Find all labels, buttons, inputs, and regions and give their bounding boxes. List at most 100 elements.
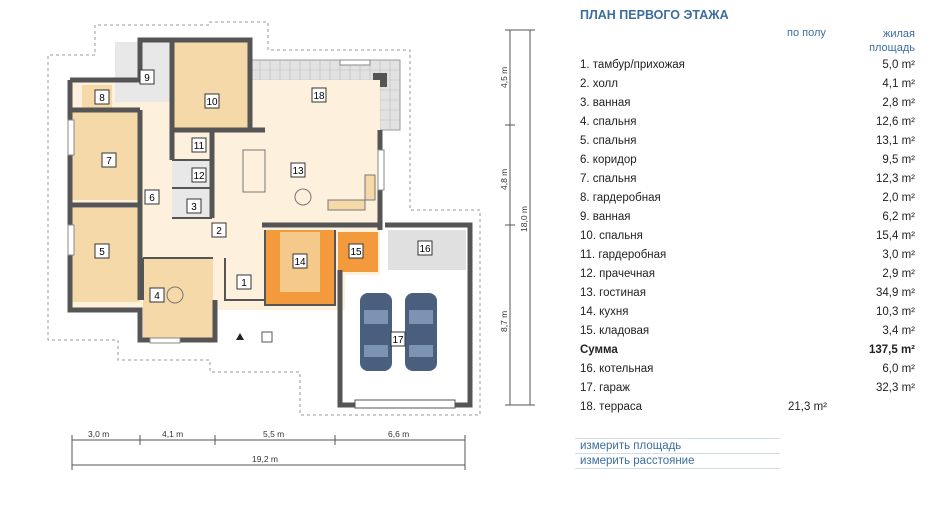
area-row: 12. прачечная 2,9 m² bbox=[580, 266, 915, 285]
dining-table bbox=[242, 149, 266, 193]
col-header-living: жилая площадь bbox=[869, 27, 915, 55]
area-row: 4. спальня 12,6 m² bbox=[580, 114, 915, 133]
area-row-value: 9,5 m² bbox=[882, 154, 915, 166]
area-row-name: 9. ванная bbox=[580, 211, 631, 223]
area-row: 2. холл 4,1 m² bbox=[580, 76, 915, 95]
dim-right-3: 8,7 m bbox=[499, 311, 509, 332]
area-row: Сумма 137,5 m² bbox=[580, 342, 915, 361]
room-number: 11 bbox=[194, 141, 205, 152]
area-row-name: 8. гардеробная bbox=[580, 192, 661, 204]
area-panel: ПЛАН ПЕРВОГО ЭТАЖА по полу жилая площадь… bbox=[575, 0, 915, 525]
room-number: 6 bbox=[149, 193, 155, 204]
dim-right-1: 4,5 m bbox=[499, 67, 509, 88]
dim-bottom-1: 3,0 m bbox=[88, 429, 109, 439]
area-row-value: 5,0 m² bbox=[882, 59, 915, 71]
room-number: 16 bbox=[419, 244, 431, 255]
room-number: 4 bbox=[154, 291, 160, 302]
area-table: 1. тамбур/прихожая 5,0 m² 2. холл 4,1 m² 3. … bbox=[580, 57, 915, 418]
room-label-2: 2 bbox=[211, 222, 227, 238]
area-row: 6. коридор 9,5 m² bbox=[580, 152, 915, 171]
room-10-fill bbox=[172, 40, 252, 128]
room-label-18: 18 bbox=[311, 87, 327, 103]
site-outline bbox=[47, 21, 481, 416]
room-label-6: 6 bbox=[144, 189, 160, 205]
area-row-name: 16. котельная bbox=[580, 363, 654, 375]
area-row-name: 4. спальня bbox=[580, 116, 637, 128]
room-number: 18 bbox=[313, 91, 325, 102]
area-row: 1. тамбур/прихожая 5,0 m² bbox=[580, 57, 915, 76]
dim-right-2: 4,8 m bbox=[499, 169, 509, 190]
area-row-value: 4,1 m² bbox=[882, 78, 915, 90]
area-row-name: 5. спальня bbox=[580, 135, 637, 147]
room-label-13: 13 bbox=[290, 162, 306, 178]
room-number: 9 bbox=[144, 73, 150, 84]
area-row-name: 1. тамбур/прихожая bbox=[580, 59, 685, 71]
area-row-name: 10. спальня bbox=[580, 230, 643, 242]
area-row-name: 14. кухня bbox=[580, 306, 629, 318]
room-number: 14 bbox=[294, 257, 306, 268]
divider-line bbox=[575, 468, 780, 469]
area-row-value: 2,0 m² bbox=[882, 192, 915, 204]
area-row-name: Сумма bbox=[580, 344, 618, 356]
area-row-value: 12,3 m² bbox=[876, 173, 915, 185]
area-row-name: 2. холл bbox=[580, 78, 618, 90]
room-number: 8 bbox=[99, 93, 105, 104]
area-row-name: 17. гараж bbox=[580, 382, 631, 394]
area-row-value: 15,4 m² bbox=[876, 230, 915, 242]
dim-bottom-total: 19,2 m bbox=[252, 454, 278, 464]
windows bbox=[67, 59, 385, 344]
area-row-name: 3. ванная bbox=[580, 97, 631, 109]
area-row: 16. котельная 6,0 m² bbox=[580, 361, 915, 380]
room-label-16: 16 bbox=[417, 240, 433, 256]
dimension-lines-bottom bbox=[71, 435, 466, 470]
area-row-name: 12. прачечная bbox=[580, 268, 655, 280]
coffee-table bbox=[294, 188, 312, 206]
area-row-value: 2,8 m² bbox=[882, 97, 915, 109]
room-label-12: 12 bbox=[191, 167, 207, 183]
area-row-value: 13,1 m² bbox=[876, 135, 915, 147]
room-label-7: 7 bbox=[101, 152, 117, 168]
measure-distance-link[interactable]: измерить расстояние bbox=[580, 455, 695, 467]
room-label-8: 8 bbox=[94, 89, 110, 105]
room-number: 15 bbox=[350, 247, 362, 258]
area-row-name: 11. гардеробная bbox=[580, 249, 667, 261]
panel-title: ПЛАН ПЕРВОГО ЭТАЖА bbox=[580, 8, 729, 22]
room-number: 13 bbox=[292, 166, 304, 177]
area-row-value: 12,6 m² bbox=[876, 116, 915, 128]
area-row-name: 13. гостиная bbox=[580, 287, 646, 299]
area-row-value: 137,5 m² bbox=[868, 344, 915, 356]
room-label-14: 14 bbox=[292, 253, 308, 269]
measure-area-link[interactable]: измерить площадь bbox=[580, 440, 682, 452]
room-number: 17 bbox=[392, 335, 404, 346]
dim-bottom-3: 5,5 m bbox=[263, 429, 284, 439]
room-number: 5 bbox=[99, 247, 105, 258]
room-number: 12 bbox=[193, 171, 205, 182]
room-label-1: 1 bbox=[236, 274, 252, 290]
garage-door bbox=[354, 399, 456, 409]
dim-right-total: 18,0 m bbox=[519, 206, 529, 232]
room-number: 7 bbox=[106, 156, 112, 167]
room-label-11: 11 bbox=[191, 137, 207, 153]
room-label-5: 5 bbox=[94, 243, 110, 259]
room-number: 1 bbox=[241, 278, 247, 289]
inner-walls bbox=[142, 159, 336, 306]
car-left bbox=[360, 293, 392, 371]
area-row-name: 6. коридор bbox=[580, 154, 637, 166]
area-row-value: 2,9 m² bbox=[882, 268, 915, 280]
room-number: 3 bbox=[191, 202, 197, 213]
entrance-post bbox=[261, 331, 273, 343]
divider-line bbox=[575, 438, 780, 439]
entrance-arrow-icon bbox=[236, 333, 244, 340]
area-row-value: 6,0 m² bbox=[882, 363, 915, 375]
room-label-17: 17 bbox=[390, 331, 406, 347]
